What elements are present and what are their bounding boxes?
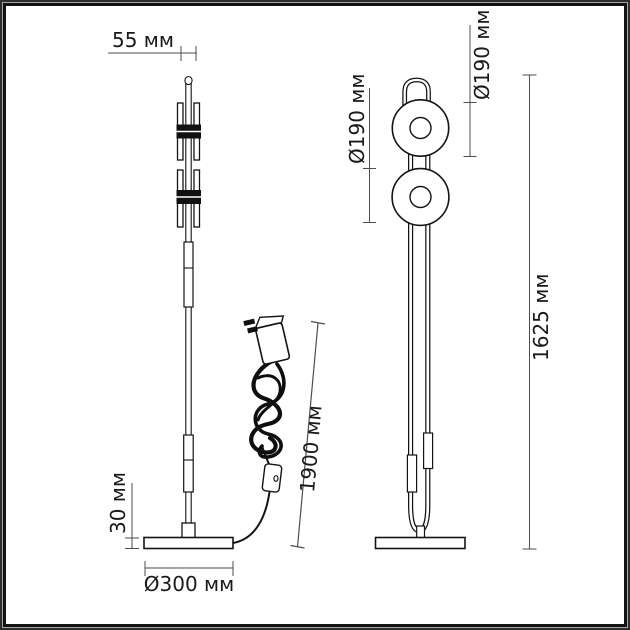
plug-prong [243, 318, 256, 326]
dimension-cord-length: 1900 мм [290, 320, 327, 549]
side-pole-cap [184, 75, 193, 86]
power-adapter [243, 315, 291, 365]
dimension-base-diameter: Ø300 мм [144, 561, 234, 596]
side-view-lamp [143, 75, 234, 550]
power-cable-mid [261, 446, 270, 465]
dimension-head-width: 55 мм [108, 28, 197, 61]
coiled-cable [249, 358, 286, 459]
front-base [374, 536, 466, 550]
photo-frame-inner: 55 мм 30 мм Ø300 мм 1900 мм Ø190 мм Ø190… [3, 3, 627, 627]
label-shade-diameter-right: Ø190 мм [470, 10, 494, 100]
front-tube-sleeve-right [423, 432, 434, 470]
label-base-diameter: Ø300 мм [144, 572, 234, 596]
inline-switch [261, 463, 283, 493]
front-tube-sleeve-left [406, 454, 418, 493]
side-lamp-head-upper [176, 102, 201, 161]
power-cable [232, 491, 271, 544]
dimension-total-height: 1625 мм [522, 74, 553, 550]
label-shade-diameter-left: Ø190 мм [345, 74, 369, 164]
dimension-shade-diameter-right: Ø190 мм [463, 10, 494, 158]
front-top-loop [402, 77, 431, 108]
front-shade-lower [391, 167, 450, 227]
dimension-base-height: 30 мм [106, 472, 139, 550]
side-pole-sleeve-upper [183, 241, 194, 308]
front-shade-upper [391, 99, 450, 158]
label-total-height: 1625 мм [529, 274, 553, 361]
dimension-drawing-canvas: 55 мм 30 мм Ø300 мм 1900 мм Ø190 мм Ø190… [106, 10, 553, 596]
side-base [143, 536, 234, 550]
plug-prong [247, 326, 258, 334]
front-view-lamp [374, 77, 466, 550]
side-base-mount [181, 522, 196, 539]
label-head-width: 55 мм [112, 28, 174, 52]
power-cord-assembly [232, 315, 291, 544]
side-lamp-head-lower [176, 169, 201, 228]
label-base-height: 30 мм [106, 472, 130, 534]
label-cord-length: 1900 мм [295, 404, 327, 493]
side-pole-sleeve-lower [183, 434, 194, 493]
dimension-shade-diameter-left: Ø190 мм [345, 74, 376, 224]
